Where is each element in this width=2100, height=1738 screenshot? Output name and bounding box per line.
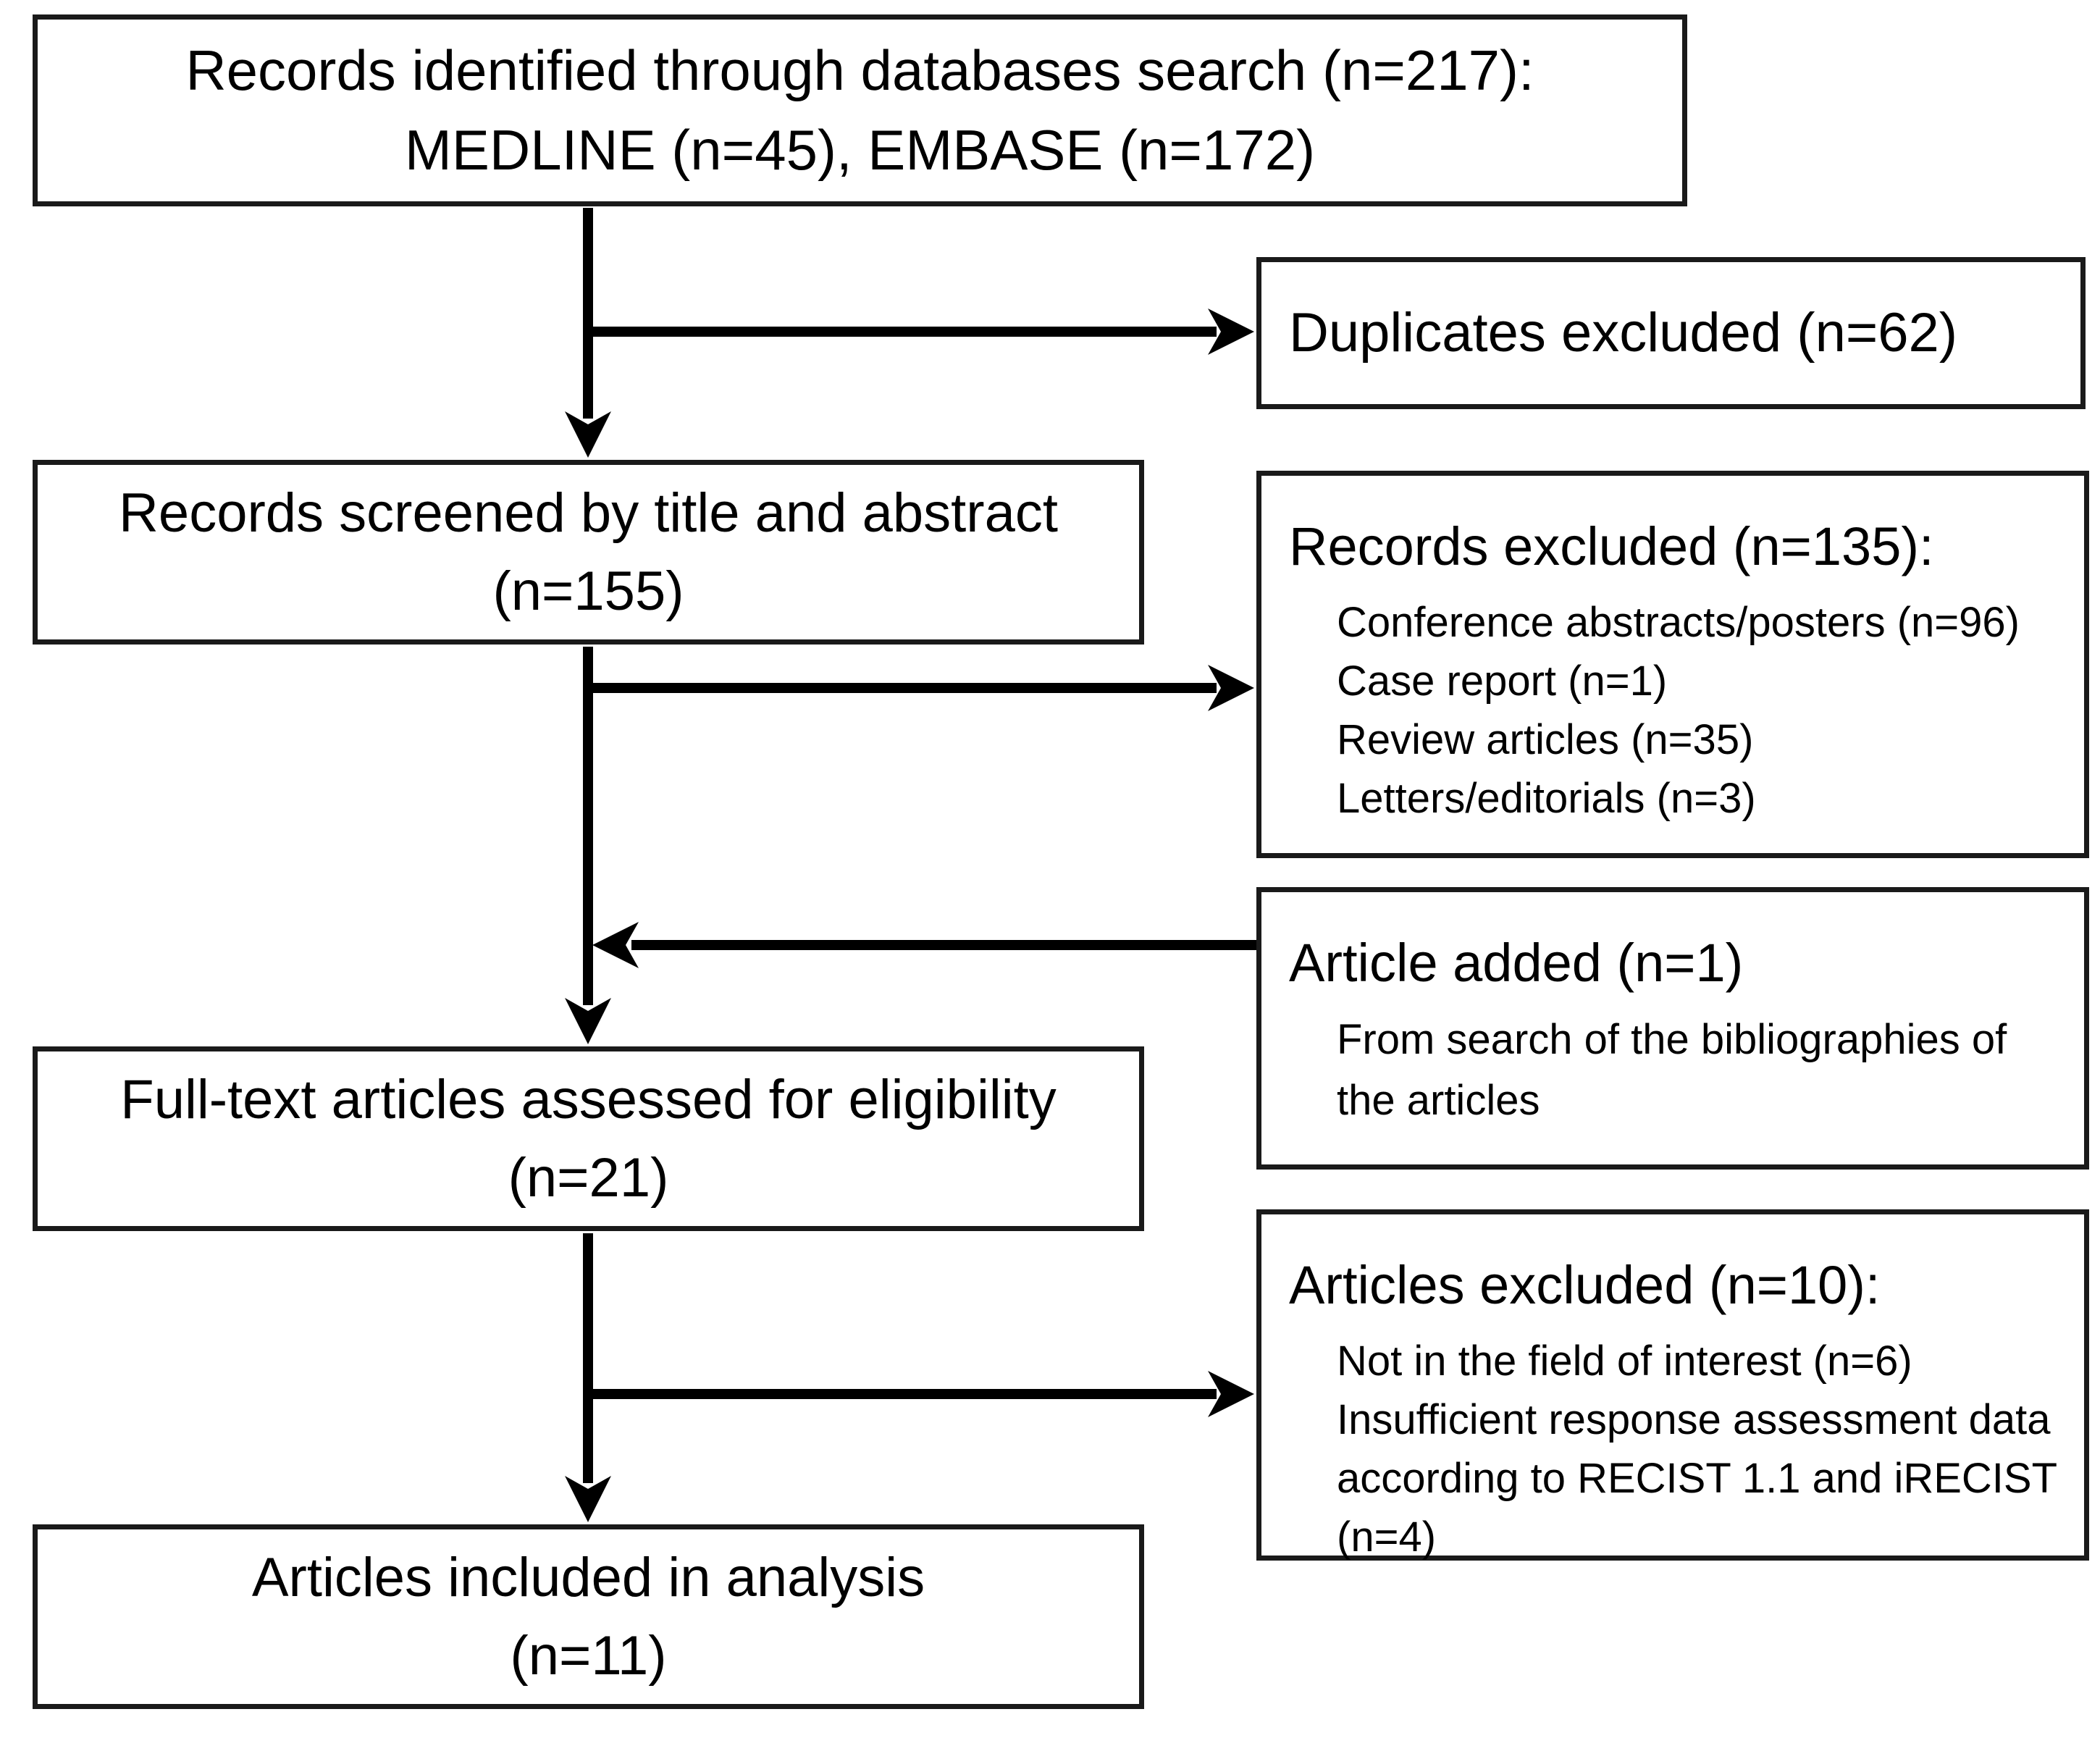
arrow-to-duplicates-excluded bbox=[588, 308, 1254, 355]
fulltext-assessed-line2: (n=21) bbox=[508, 1146, 669, 1209]
records-excluded-item: Case report (n=1) bbox=[1337, 658, 1668, 705]
articles-included-line1: Articles included in analysis bbox=[251, 1546, 925, 1608]
records-screened-line2: (n=155) bbox=[492, 560, 684, 622]
articles-excluded-title: Articles excluded (n=10): bbox=[1289, 1255, 1881, 1315]
records-identified-line2: MEDLINE (n=45), EMBASE (n=172) bbox=[404, 117, 1316, 182]
arrow-fulltext-to-included bbox=[565, 1233, 611, 1522]
arrow-screened-to-fulltext bbox=[565, 647, 611, 1044]
fulltext-assessed-line1: Full-text articles assessed for eligibil… bbox=[120, 1068, 1057, 1130]
box-articles-included: Articles included in analysis (n=11) bbox=[33, 1524, 1144, 1709]
records-screened-line1: Records screened by title and abstract bbox=[119, 482, 1058, 544]
box-records-excluded: Records excluded (n=135): Conference abs… bbox=[1256, 471, 2089, 858]
records-excluded-item: Conference abstracts/posters (n=96) bbox=[1337, 598, 2020, 646]
records-excluded-item: Letters/editorials (n=3) bbox=[1337, 775, 1756, 823]
box-records-identified: Records identified through databases sea… bbox=[33, 14, 1687, 206]
article-added-note: From search of the bibliographies of the… bbox=[1337, 1015, 2007, 1124]
arrow-to-articles-excluded bbox=[588, 1371, 1254, 1417]
box-articles-excluded: Articles excluded (n=10): Not in the fie… bbox=[1256, 1209, 2089, 1561]
arrow-article-added-to-flow bbox=[592, 922, 1256, 968]
duplicates-excluded-label: Duplicates excluded (n=62) bbox=[1289, 302, 1958, 364]
articles-included-line2: (n=11) bbox=[510, 1624, 667, 1687]
arrow-to-records-excluded bbox=[588, 665, 1254, 711]
articles-excluded-item: Insufficient response assessment data ac… bbox=[1337, 1396, 2057, 1561]
box-records-screened: Records screened by title and abstract (… bbox=[33, 460, 1144, 645]
box-article-added: Article added (n=1) From search of the b… bbox=[1256, 887, 2089, 1170]
records-excluded-item: Review articles (n=35) bbox=[1337, 716, 1754, 764]
records-excluded-title: Records excluded (n=135): bbox=[1289, 516, 1934, 576]
records-identified-line1: Records identified through databases sea… bbox=[185, 38, 1534, 103]
articles-excluded-item: Not in the field of interest (n=6) bbox=[1337, 1337, 1912, 1385]
box-duplicates-excluded: Duplicates excluded (n=62) bbox=[1256, 257, 2086, 409]
box-fulltext-assessed: Full-text articles assessed for eligibil… bbox=[33, 1046, 1144, 1231]
article-added-title: Article added (n=1) bbox=[1289, 933, 1744, 993]
arrow-identification-to-screened bbox=[565, 208, 611, 458]
